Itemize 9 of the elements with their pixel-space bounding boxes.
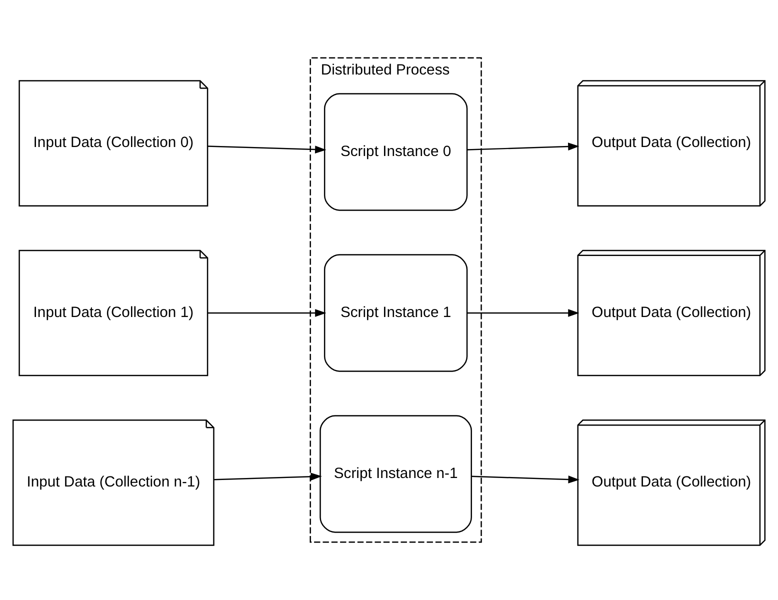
arrow xyxy=(208,309,326,317)
arrow xyxy=(214,472,322,481)
arrow xyxy=(467,142,580,150)
node-box: Script Instance n-1 xyxy=(320,415,472,533)
node-box: Script Instance 1 xyxy=(324,254,468,372)
arrow xyxy=(208,146,326,154)
arrow xyxy=(467,309,580,317)
node-box: Script Instance 0 xyxy=(324,93,468,211)
arrow xyxy=(472,476,580,484)
